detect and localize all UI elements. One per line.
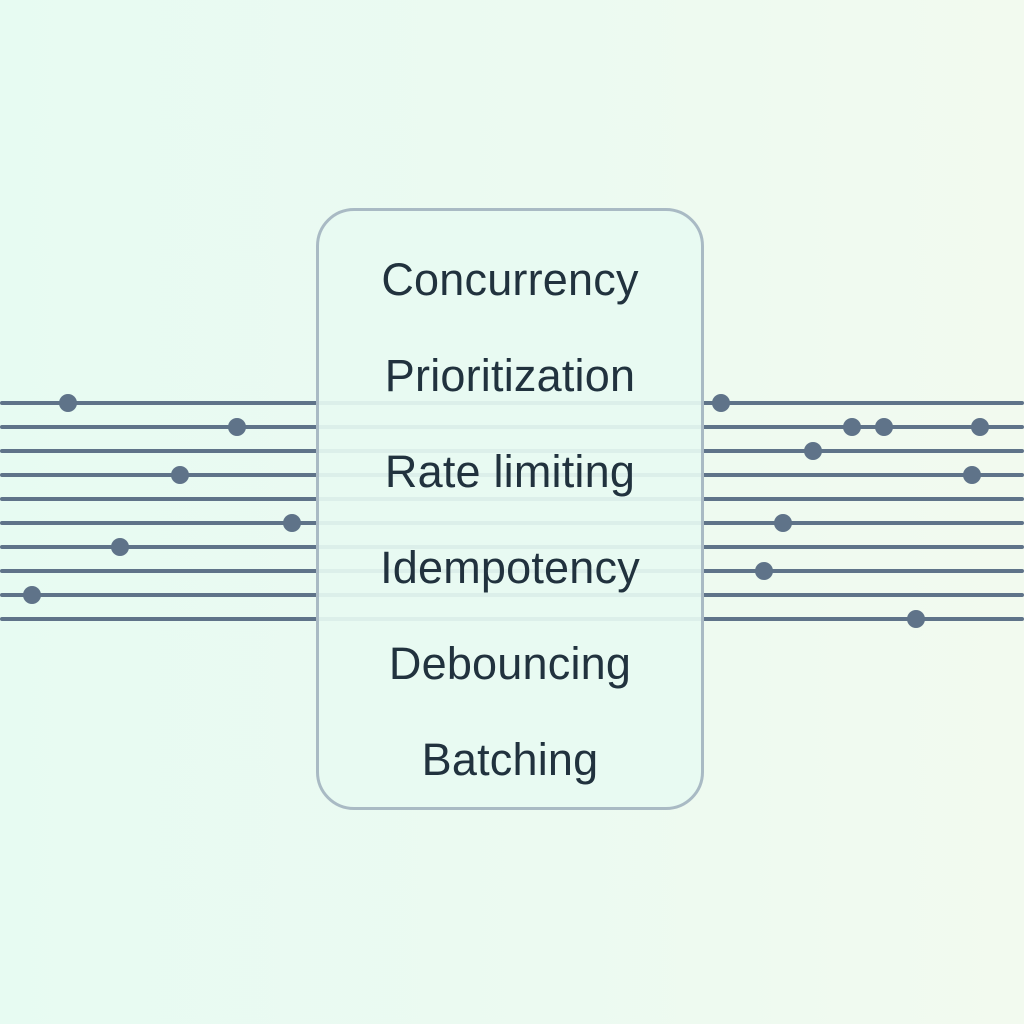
event-dot (963, 466, 981, 484)
event-dot (23, 586, 41, 604)
event-dot (59, 394, 77, 412)
event-dot (712, 394, 730, 412)
event-dot (971, 418, 989, 436)
event-dot (111, 538, 129, 556)
concept-label: Concurrency (381, 254, 639, 305)
event-dot (755, 562, 773, 580)
concept-label: Batching (421, 734, 599, 785)
concept-label: Prioritization (384, 350, 636, 401)
event-dot (907, 610, 925, 628)
event-dot (843, 418, 861, 436)
concept-label: Debouncing (388, 638, 632, 689)
event-dot (228, 418, 246, 436)
event-dot (774, 514, 792, 532)
event-dot (875, 418, 893, 436)
event-dot (171, 466, 189, 484)
event-dot (283, 514, 301, 532)
concept-label: Rate limiting (384, 446, 636, 497)
concept-label: Idempotency (380, 542, 640, 593)
event-dot (804, 442, 822, 460)
